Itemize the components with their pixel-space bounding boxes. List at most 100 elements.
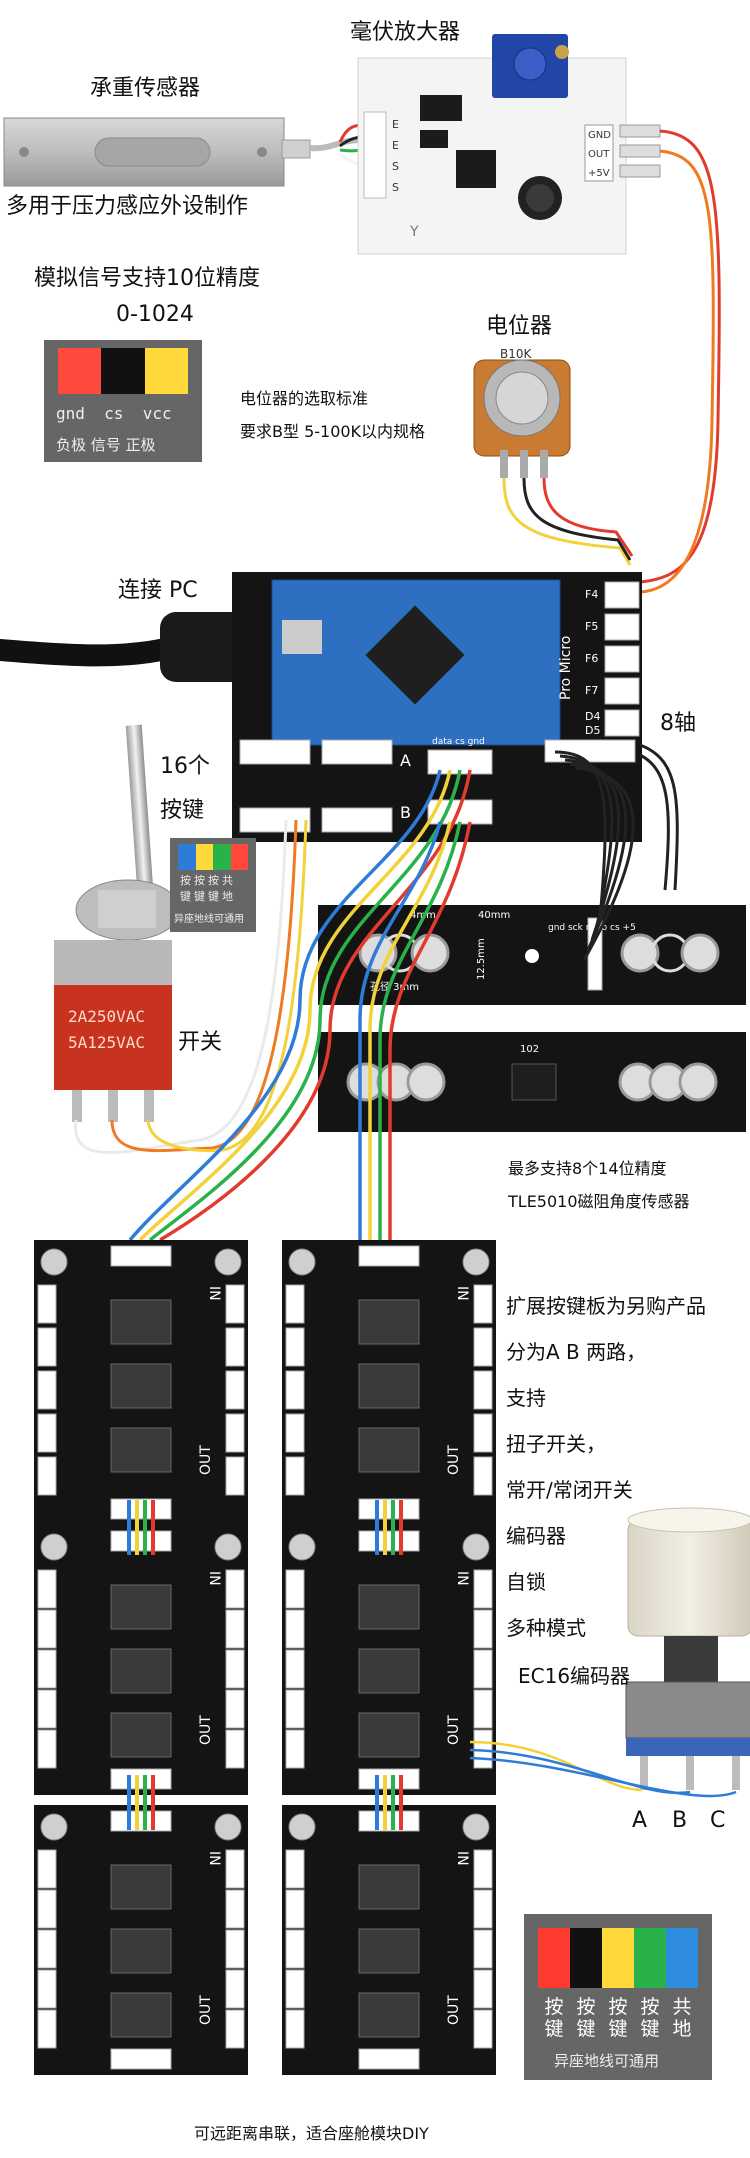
legend-small-row2: 键键键地 [180,890,236,903]
footer-note: 可远距离串联，适合座舱模块DIY [194,2124,429,2143]
side-connector [37,1689,57,1729]
side-connector [37,1729,57,1769]
amplifier-board: Y [357,34,661,255]
out-connector [110,1498,172,1520]
side-connector [473,1569,493,1609]
amp-pin-gnd: GND [588,130,611,141]
side-connector [225,1327,245,1367]
side-connector [473,1370,493,1410]
in-connector [110,1810,172,1832]
key-wires-a [128,769,472,1242]
side-connector [473,1889,493,1929]
potentiometer-title: 电位器 [486,314,553,339]
side-connector [37,1284,57,1324]
side-connector [37,1649,57,1689]
side-connector [225,1456,245,1496]
side-connector [473,1649,493,1689]
side-connector [473,1456,493,1496]
legend-large-bar-5 [666,1928,698,1988]
in-connector [358,1530,420,1552]
side-connector [473,1969,493,2009]
amp-output-wires [639,129,721,594]
support-no-nc: 常开/常闭开关 [506,1478,633,1502]
key-chip [110,1648,172,1694]
out-label: OUT [198,1445,214,1475]
port-d5: D5 [585,724,600,737]
legend-key-small-bars [178,844,248,870]
key-chip [110,1427,172,1473]
side-connector [285,1370,305,1410]
mount-hole [214,1813,242,1841]
sensor-pins: gnd sck miso cs +5 [548,923,636,933]
key-chip [358,1992,420,2038]
side-connector [225,1969,245,2009]
key-chip [110,1363,172,1409]
key-chip [110,1712,172,1758]
sensor-dim-2: 40mm [478,910,510,921]
encoder-wires [469,1740,737,1798]
support-self-lock: 自锁 [506,1570,546,1594]
axis-wires [554,743,679,961]
side-connector [285,1456,305,1496]
side-connector [37,1370,57,1410]
side-connector [473,1689,493,1729]
in-connector [358,1810,420,1832]
side-connector [285,1729,305,1769]
legend-key-large-bars [538,1928,698,1988]
toggle-switch: 2A250VAC 5A125VAC [54,724,181,1122]
side-connector [37,2009,57,2049]
switch-label: 开关 [178,1030,223,1055]
side-connector [225,1370,245,1410]
amp-right-pins: GND OUT +5V [588,130,611,179]
sensor-board-2: 102 [318,1032,746,1132]
side-connector [225,1284,245,1324]
side-connector [37,1413,57,1453]
legend-large-bar-3 [602,1928,634,1988]
amp-pin-5v: +5V [588,168,610,179]
side-connector [225,1569,245,1609]
potentiometer: B10K [473,347,571,478]
legend-large-bar-1 [538,1928,570,1988]
legend-analog-pins: gnd cs vcc 负极 信号 正极 [44,340,202,462]
keys-label: 按键 [160,798,205,823]
port-d4: D4 [585,710,600,723]
analog-precision: 模拟信号支持10位精度 [34,266,260,291]
in-label: IN [454,1851,470,1866]
side-connector [37,1569,57,1609]
port-f5: F5 [585,620,598,633]
side-connector [285,1929,305,1969]
out-label: OUT [198,1715,214,1745]
board-name: Pro Micro [558,636,574,700]
legend-small-bar-3 [213,844,231,870]
side-connector [473,1327,493,1367]
side-connector [225,1649,245,1689]
legend-key-large: 按键 按键 按键 按键 共地 异座地线可通用 [524,1914,712,2080]
legend-large-bar-2 [570,1928,602,1988]
mount-hole [214,1533,242,1561]
legend-bar-gnd [58,348,102,394]
amp-pin-out: OUT [588,149,610,160]
mount-hole [288,1248,316,1276]
key-chip [358,1363,420,1409]
side-connector [473,1284,493,1324]
encoder-pin-b: B [672,1808,688,1833]
side-connector [285,1689,305,1729]
analog-range: 0-1024 [116,302,194,327]
side-connector [285,1413,305,1453]
pot-spec: 要求B型 5-100K以内规格 [240,422,426,441]
legend-large-note: 异座地线可通用 [554,2052,660,2070]
mount-hole [40,1533,68,1561]
side-connector [285,1569,305,1609]
in-label: IN [454,1286,470,1301]
legend-analog-bars [58,348,188,394]
key-chip [358,1864,420,1910]
load-cell [3,117,361,187]
out-label: OUT [446,1445,462,1475]
amplifier-title: 毫伏放大器 [350,20,461,45]
legend-key-small: 按按按共 键键键地 异座地线可通用 [170,838,256,932]
sensor-chip-code: 102 [520,1044,539,1055]
key-chip [110,1584,172,1630]
mount-hole [462,1813,490,1841]
